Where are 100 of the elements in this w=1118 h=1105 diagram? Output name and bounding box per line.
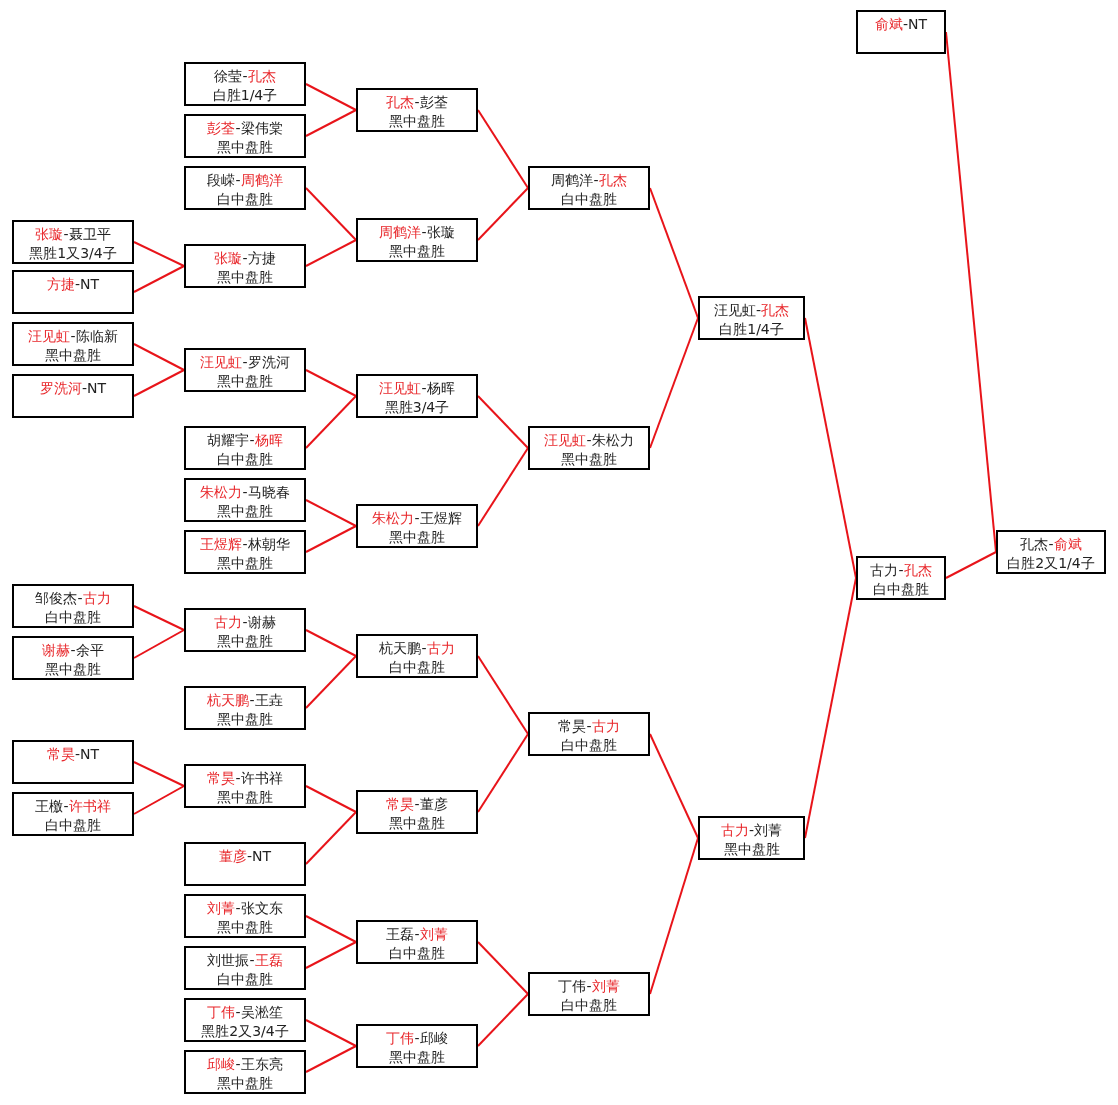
bracket-line <box>133 629 185 659</box>
match-players: 汪见虹-陈临新 <box>28 327 118 346</box>
bracket-line <box>305 525 357 553</box>
match-result: 黑中盘胜 <box>217 502 273 521</box>
match-box <box>856 10 946 54</box>
match-box <box>184 62 306 106</box>
match-result: 白中盘胜 <box>389 658 445 677</box>
match-result: 白中盘胜 <box>389 944 445 963</box>
match-result: 白胜1/4子 <box>719 320 784 339</box>
match-box <box>184 348 306 392</box>
match-players: 张璇-方捷 <box>214 249 276 268</box>
match-players: 古力-谢赫 <box>214 613 276 632</box>
match-result: 黑中盘胜 <box>217 554 273 573</box>
bracket-line <box>477 187 529 241</box>
match-players: 丁伟-刘菁 <box>558 977 620 996</box>
match-box <box>12 740 134 784</box>
match-players: 邹俊杰-古力 <box>35 589 111 608</box>
match-box <box>856 556 946 600</box>
match-result: 黑胜2又3/4子 <box>201 1022 289 1041</box>
match-result: 黑中盘胜 <box>217 632 273 651</box>
bracket-line <box>133 605 185 631</box>
match-players: 段嵘-周鹤洋 <box>207 171 283 190</box>
bracket-line <box>477 733 529 813</box>
bracket-line <box>305 1045 357 1073</box>
bracket-line <box>133 761 185 787</box>
match-result: 黑中盘胜 <box>389 112 445 131</box>
match-players: 彭荃-梁伟棠 <box>207 119 283 138</box>
match-result: 黑中盘胜 <box>217 788 273 807</box>
match-box <box>12 584 134 628</box>
match-players: 谢赫-余平 <box>42 641 104 660</box>
match-box <box>184 842 306 886</box>
match-box <box>356 634 478 678</box>
bracket-line <box>133 265 185 293</box>
match-result: 黑中盘胜 <box>561 450 617 469</box>
match-box <box>356 790 478 834</box>
match-box <box>184 998 306 1042</box>
bracket-line <box>133 343 185 371</box>
match-result: 黑中盘胜 <box>217 710 273 729</box>
match-box <box>12 322 134 366</box>
match-box <box>528 972 650 1016</box>
match-players: 胡耀宇-杨晖 <box>207 431 283 450</box>
match-players: 汪见虹-杨晖 <box>379 379 455 398</box>
match-box <box>184 1050 306 1094</box>
bracket-line <box>305 941 357 969</box>
match-players: 汪见虹-孔杰 <box>713 301 790 320</box>
match-result: 黑中盘胜 <box>45 346 101 365</box>
match-players: 刘菁-张文东 <box>207 899 283 918</box>
match-box <box>356 920 478 964</box>
match-players: 朱松力-马晓春 <box>200 483 290 502</box>
match-result: 黑中盘胜 <box>389 814 445 833</box>
bracket-line <box>133 785 185 815</box>
match-box <box>12 792 134 836</box>
match-result: 黑胜3/4子 <box>384 398 450 417</box>
match-players: 王煜辉-林朝华 <box>200 535 290 554</box>
match-box <box>12 220 134 264</box>
match-players: 常昊-古力 <box>558 717 620 736</box>
bracket-line <box>305 915 357 943</box>
match-players: 杭天鹏-王垚 <box>207 691 283 710</box>
match-result: 黑中盘胜 <box>217 268 273 287</box>
match-players: 王磊-刘菁 <box>386 925 448 944</box>
bracket-line <box>133 369 185 397</box>
match-result: 黑中盘胜 <box>389 1048 445 1067</box>
match-players: 常昊-许书祥 <box>207 769 283 788</box>
match-box <box>528 426 650 470</box>
bracket-line <box>305 83 357 111</box>
match-players: 徐莹-孔杰 <box>214 67 276 86</box>
bracket-line <box>477 655 529 735</box>
match-result: 白中盘胜 <box>217 970 273 989</box>
match-box <box>12 636 134 680</box>
match-result: 黑中盘胜 <box>389 528 445 547</box>
match-players: 董彦-NT <box>218 847 272 866</box>
match-players: 罗洗河-NT <box>39 379 107 398</box>
match-players: 古力-孔杰 <box>870 561 932 580</box>
match-box <box>12 374 134 418</box>
match-box <box>184 686 306 730</box>
match-players: 方捷-NT <box>46 275 100 294</box>
match-box <box>356 1024 478 1068</box>
match-box <box>184 478 306 522</box>
match-result: 白胜1/4子 <box>212 86 278 105</box>
match-result: 黑中盘胜 <box>217 1074 273 1093</box>
match-players: 周鹤洋-孔杰 <box>551 171 627 190</box>
bracket-line <box>477 447 529 527</box>
bracket-line <box>477 109 529 189</box>
match-box <box>356 218 478 262</box>
bracket-line <box>305 239 357 267</box>
bracket-line <box>477 941 529 995</box>
match-result: 黑中盘胜 <box>389 242 445 261</box>
match-players: 俞斌-NT <box>874 15 928 34</box>
bracket-line <box>305 369 357 397</box>
match-players: 汪见虹-朱松力 <box>544 431 634 450</box>
match-result: 白中盘胜 <box>45 608 101 627</box>
match-box <box>528 712 650 756</box>
match-box <box>356 504 478 548</box>
match-players: 古力-刘菁 <box>720 821 783 840</box>
bracket-line <box>945 551 997 579</box>
match-box <box>698 296 805 340</box>
match-box <box>184 114 306 158</box>
match-result: 白中盘胜 <box>561 190 617 209</box>
bracket-line <box>477 993 529 1047</box>
match-box <box>356 88 478 132</box>
